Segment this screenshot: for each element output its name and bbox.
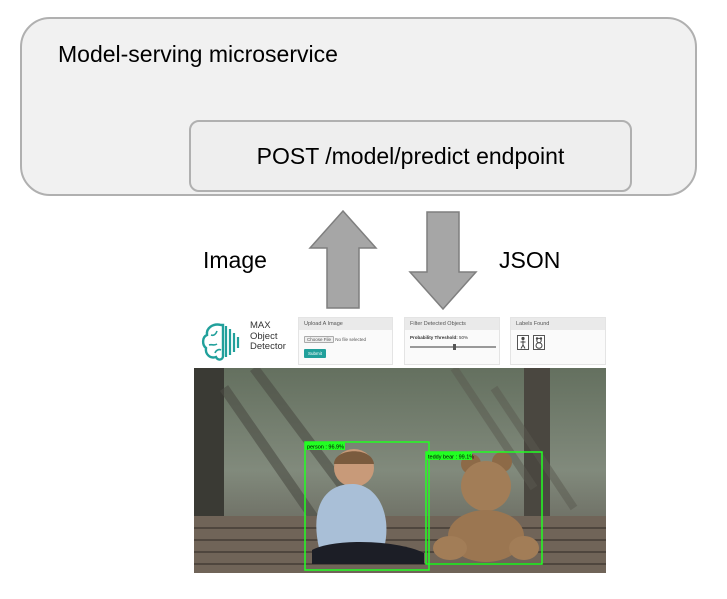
logo-line-3: Detector (250, 341, 286, 352)
slider-knob[interactable] (453, 344, 456, 350)
logo-text: MAX Object Detector (250, 320, 286, 353)
teddy-detection-label: teddy bear : 99.1% (428, 455, 474, 461)
labels-panel-title: Labels Found (511, 318, 605, 330)
arrow-down-icon (408, 211, 478, 310)
image-label: Image (203, 247, 267, 273)
filter-panel-title: Filter Detected Objects (405, 318, 499, 330)
teddy-bear-icon[interactable] (533, 335, 545, 350)
teddy-tag-bg (426, 452, 472, 460)
labels-panel: Labels Found (510, 317, 606, 365)
logo-line-2: Object (250, 330, 278, 342)
choose-file-button[interactable]: Choose File (304, 336, 335, 343)
threshold-label: Probability Threshold: (410, 335, 458, 340)
endpoint-label: POST /model/predict endpoint (256, 142, 565, 169)
brain-logo-icon (201, 323, 240, 361)
person-detection-box (304, 441, 430, 571)
json-label: JSON (499, 247, 561, 273)
app-header: MAX Object Detector Upload A Image Choos… (194, 316, 606, 368)
upload-panel: Upload A Image Choose File No file selec… (298, 317, 393, 365)
person-icon[interactable] (517, 335, 529, 350)
threshold-value: 50% (459, 335, 469, 340)
container-title: Model-serving microservice (58, 41, 338, 67)
predict-endpoint-box: POST /model/predict endpoint (189, 120, 632, 192)
teddy-detection-box (425, 451, 543, 565)
filter-panel: Filter Detected Objects Probability Thre… (404, 317, 500, 365)
submit-button[interactable]: Submit (304, 349, 327, 358)
logo-line-1: MAX (250, 320, 271, 331)
person-tag-bg (305, 442, 345, 450)
person-detection-label: person : 96.9% (307, 445, 344, 451)
threshold-row: Probability Threshold: 50% (410, 335, 468, 340)
file-row: Choose File No file selected (304, 336, 366, 343)
arrow-up-icon (308, 210, 378, 309)
upload-panel-title: Upload A Image (299, 318, 392, 330)
microservice-container: Model-serving microservice POST /model/p… (20, 17, 697, 196)
threshold-slider[interactable] (410, 344, 496, 350)
max-object-detector-app: MAX Object Detector Upload A Image Choos… (194, 316, 606, 573)
detection-photo: person : 96.9% teddy bear : 99.1% (194, 368, 606, 573)
no-file-text: No file selected (335, 337, 367, 342)
